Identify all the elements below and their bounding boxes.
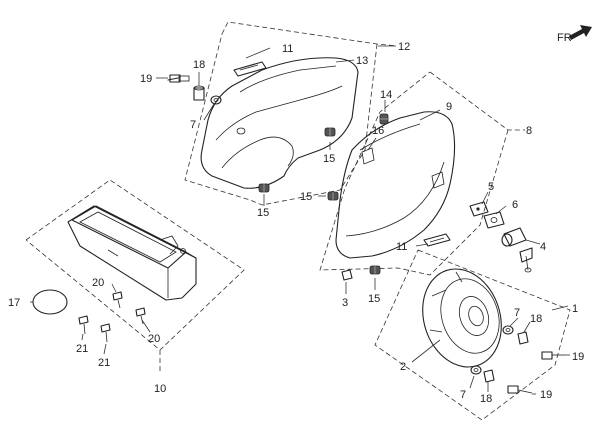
rubber-grommets [258,113,389,275]
callout-12: 12 [398,41,410,53]
callout-15c: 15 [300,191,312,203]
callout-7a: 7 [190,119,196,131]
callout-14: 14 [380,89,392,101]
collar-18-bottom [483,369,495,383]
grommet-7-right [502,325,514,335]
callout-20b: 20 [148,333,160,345]
clip-16 [361,147,375,165]
callout-19a: 19 [140,73,152,85]
assembly-10-boundary [25,179,245,372]
callout-7c: 7 [460,389,466,401]
callout-16: 16 [372,125,384,137]
callout-19c: 19 [540,389,552,401]
bolt-19-bottom [507,385,533,394]
grommet-7-top [210,95,222,105]
callout-17: 17 [8,297,20,309]
callout-1: 1 [572,303,578,315]
lock-4 [501,227,533,273]
callout-18c: 18 [480,393,492,405]
o-ring-17 [32,289,68,315]
callout-21b: 21 [98,357,110,369]
lock-assembly [469,201,533,273]
assembly-12-boundary [184,21,398,206]
screw-20b [135,307,146,325]
bolt-19-right [541,351,566,360]
leader-lines [30,45,570,395]
callout-3: 3 [342,297,348,309]
side-cover-9 [335,111,456,259]
assembly-12-cover [167,21,398,206]
assembly-10-tray [25,179,245,372]
callout-20a: 20 [92,277,104,289]
callout-4: 4 [540,241,546,253]
emblem-11-top [233,61,267,77]
plate-5 [469,201,489,217]
callout-10: 10 [154,383,166,395]
screw-20a [112,291,123,309]
tray-10 [67,205,197,301]
pulley-cover-2 [422,268,502,368]
callout-21a: 21 [76,343,88,355]
callout-19b: 19 [572,351,584,363]
callout-9: 9 [446,101,452,113]
callout-15d: 15 [368,293,380,305]
callout-5: 5 [488,181,494,193]
callout-11a: 11 [282,43,293,55]
grommet-14 [379,113,389,125]
cover-13 [200,57,359,189]
callout-7b: 7 [514,307,520,319]
callout-15b: 15 [257,207,269,219]
callout-18b: 18 [530,313,542,325]
callout-11b: 11 [396,241,407,253]
callout-2: 2 [400,361,406,373]
screw-21a [78,315,89,335]
grommet-7-bottom [470,365,482,375]
callout-13: 13 [356,55,368,67]
front-direction-indicator: FR [557,25,592,44]
assembly-1-cover [374,249,571,421]
grommet-15c [327,191,339,201]
assembly-8-cover [319,71,525,281]
front-arrow-icon [569,25,592,40]
callout-18a: 18 [193,59,205,71]
fr-label: FR [557,32,572,44]
grommet-15d [369,265,381,275]
collar-18-right [517,331,529,345]
bolt-19-top [167,74,190,83]
callout-6: 6 [512,199,518,211]
grommet-15b [258,183,270,193]
assembly-8-boundary [319,71,525,276]
callout-labels: 1 2 3 4 5 6 7 7 7 8 9 10 11 11 12 13 14 … [8,41,584,405]
collar-18-top [193,85,205,101]
callout-8: 8 [526,125,532,137]
grommet-15a [324,127,336,137]
nut-3 [341,269,353,281]
callout-15a: 15 [323,153,335,165]
screw-21b [100,323,111,343]
holder-6 [483,211,505,229]
